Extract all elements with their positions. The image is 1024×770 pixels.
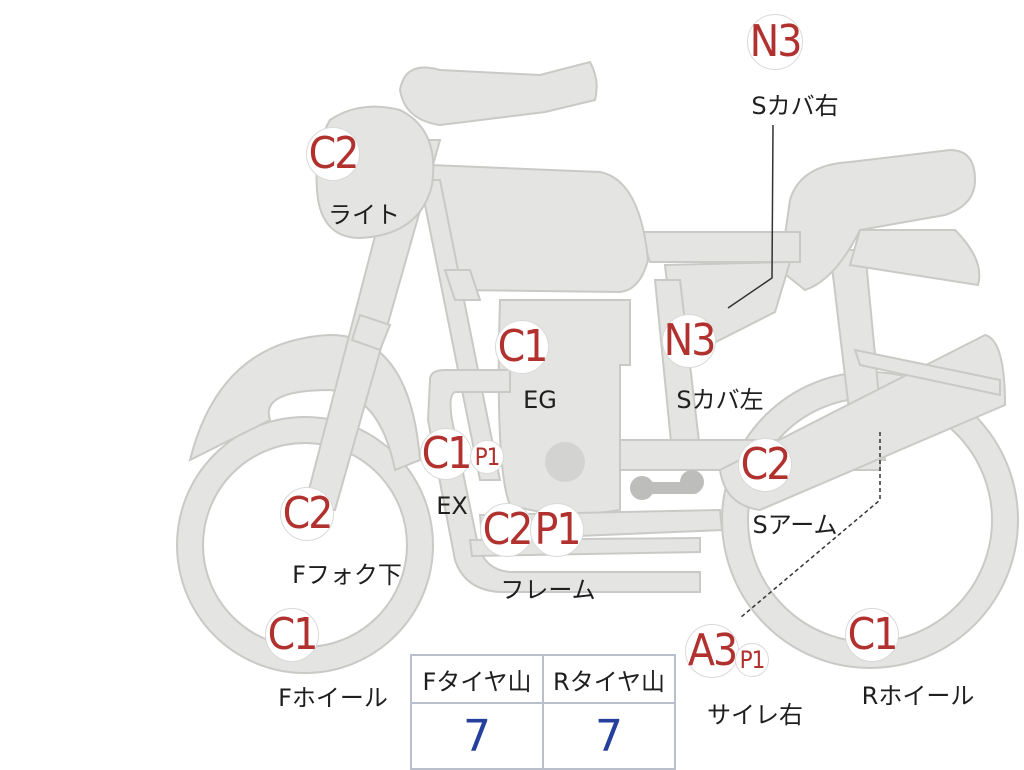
side-cover-right-grade-marker: N3 (747, 14, 803, 70)
front-wheel-grade-marker: C1 (265, 608, 319, 662)
side-cover-left-label: Sカバ左 (676, 386, 764, 414)
side-cover-right-grade: N3 (749, 16, 803, 67)
tire-tread-header-row: Fタイヤ山 Rタイヤ山 (410, 654, 676, 704)
swing-arm-grade: C2 (740, 439, 792, 490)
exhaust-extra-marker: P1 (470, 440, 504, 474)
light-label: ライト (328, 201, 400, 229)
light-grade: C2 (308, 128, 360, 179)
leader-line-muffler (739, 432, 881, 619)
tire-tread-value-row: 7 7 (410, 702, 676, 770)
rear-wheel-grade-marker: C1 (845, 608, 899, 662)
engine-grade-marker: C1 (495, 320, 549, 374)
light-grade-marker: C2 (306, 127, 360, 181)
side-cover-right-label: Sカバ右 (751, 92, 839, 120)
exhaust-label: EX (436, 492, 468, 520)
exhaust-extra: P1 (474, 443, 501, 471)
front-wheel-grade: C1 (267, 609, 319, 660)
side-cover-left-grade-marker: N3 (662, 314, 716, 368)
front-tread-value: 7 (410, 702, 544, 770)
engine-grade: C1 (497, 321, 549, 372)
front-tread-header: Fタイヤ山 (410, 654, 544, 704)
side-cover-left-grade: N3 (663, 315, 717, 366)
rear-wheel-grade: C1 (847, 609, 899, 660)
swing-arm-grade-marker: C2 (738, 438, 792, 492)
front-wheel-label: Fホイール (278, 684, 388, 712)
front-fork-lower-label: Fフォク下 (292, 561, 402, 589)
engine-label: EG (523, 386, 557, 414)
muffler-right-label: サイレ右 (707, 701, 803, 729)
rear-tread-header: Rタイヤ山 (542, 654, 676, 704)
swing-arm-label: Sアーム (752, 511, 838, 539)
muffler-right-grade-marker: A3 (685, 624, 739, 678)
exhaust-grade: C1 (421, 428, 473, 479)
frame-extra-marker: P1 (530, 503, 584, 557)
muffler-right-grade: A3 (687, 625, 738, 676)
seat-shape (778, 148, 977, 292)
handlebar-shape (398, 60, 598, 127)
exhaust-grade-marker: C1 (420, 428, 472, 480)
frame-grade: C2 (482, 504, 534, 555)
front-fork-lower-grade: C2 (282, 488, 334, 539)
rear-wheel-label: Rホイール (861, 682, 975, 710)
frame-label: フレーム (500, 576, 596, 604)
muffler-right-extra-marker: P1 (735, 643, 769, 677)
frame-grade-marker: C2 (480, 503, 534, 557)
leader-line-side-cover-right (727, 124, 774, 309)
muffler-right-extra: P1 (739, 646, 766, 674)
frame-extra: P1 (534, 504, 581, 555)
front-wheel-shape (177, 417, 433, 673)
rear-tread-value: 7 (542, 702, 676, 770)
tire-tread-table: Fタイヤ山 Rタイヤ山 7 7 (410, 654, 676, 770)
front-fork-lower-grade-marker: C2 (280, 487, 334, 541)
